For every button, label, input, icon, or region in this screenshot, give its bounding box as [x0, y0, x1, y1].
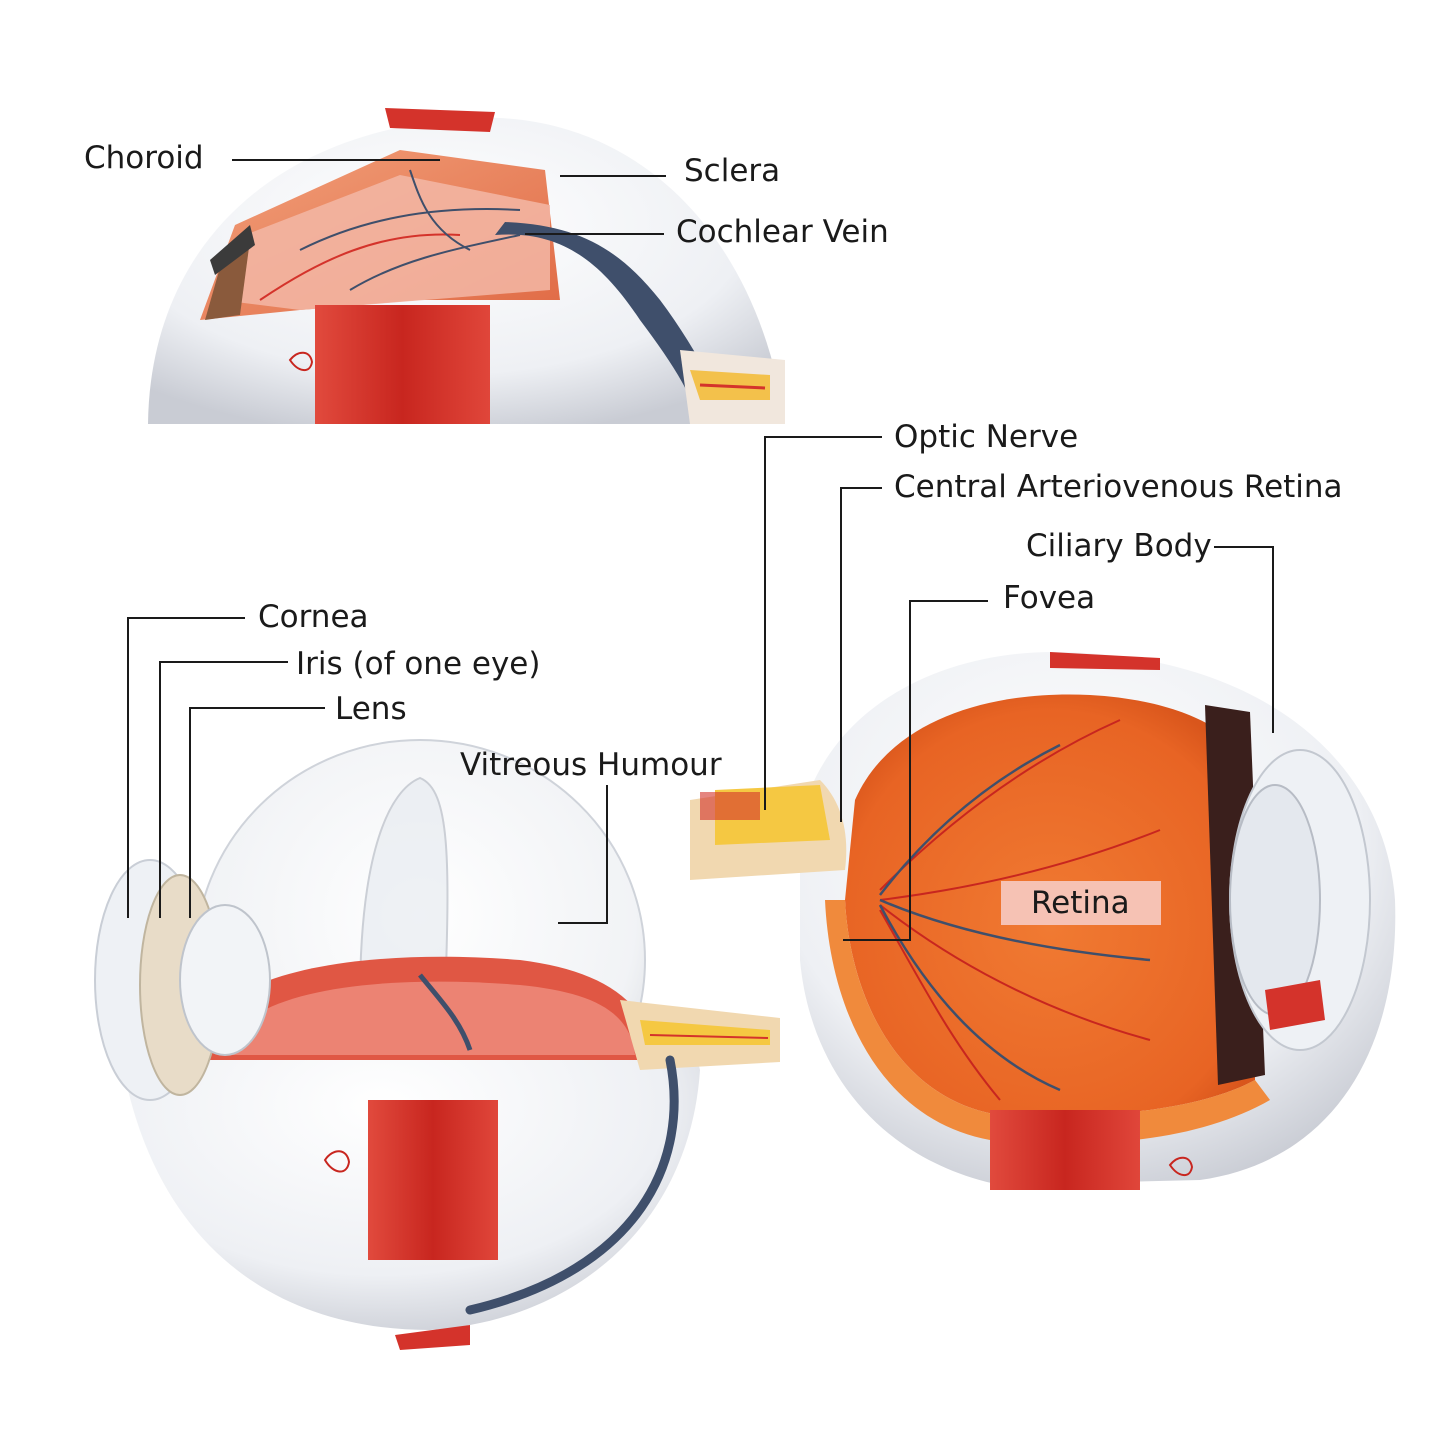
fovea-leader-line [843, 600, 988, 941]
cornea-leader-line [127, 617, 245, 918]
ciliary-body-leader-line [1214, 546, 1274, 733]
leader-lines [127, 159, 1274, 941]
lens-leader-line [189, 707, 325, 918]
cornea-label: Cornea [258, 599, 369, 635]
choroid-label: Choroid [84, 140, 204, 176]
top-eye-model [148, 108, 785, 425]
optic-nerve-label: Optic Nerve [894, 419, 1079, 455]
bottom-left-eye-model [94, 739, 780, 1350]
optic-nerve-leader-line [764, 436, 882, 810]
ciliary-body-label: Ciliary Body [1026, 528, 1212, 564]
retina-label-box [1001, 881, 1161, 925]
central-arteriovenous-retina-label: Central Arteriovenous Retina [894, 469, 1343, 505]
central-arteriovenous-retina-leader-line [840, 487, 882, 822]
iris-label: Iris (of one eye) [296, 646, 541, 682]
fovea-label: Fovea [1003, 580, 1096, 616]
lens-label: Lens [335, 691, 407, 727]
retina-label: Retina [1031, 885, 1130, 921]
iris-leader-line [159, 661, 288, 918]
cochlear-vein-label: Cochlear Vein [676, 214, 889, 250]
vitreous-humour-leader-line [558, 785, 608, 924]
vitreous-humour-label: Vitreous Humour [460, 747, 722, 783]
sclera-label: Sclera [684, 153, 781, 189]
